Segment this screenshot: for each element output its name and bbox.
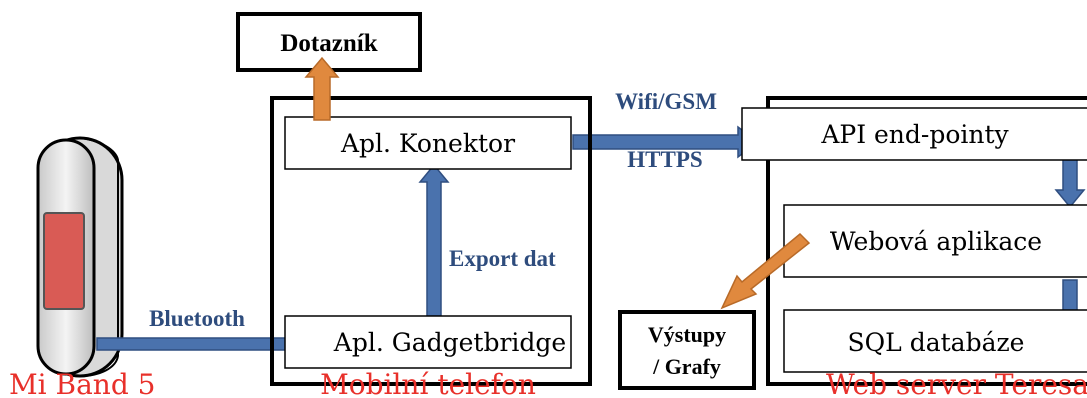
export-arrow: [418, 163, 450, 317]
gadgetbridge-label: Apl. Gadgetbridge: [333, 328, 566, 357]
phone-caption: Mobilní telefon: [320, 368, 536, 398]
server-caption: Web server Teresa: [826, 368, 1087, 398]
phone-container: [270, 96, 592, 386]
server-container: [766, 96, 1087, 386]
arrows: [96, 125, 1086, 359]
sql-label: SQL databáze: [848, 328, 1025, 357]
dotaznik-box: [236, 12, 422, 72]
api-box: [741, 107, 1087, 161]
gadgetbridge-box: [284, 315, 572, 369]
dotaznik-label: Dotazník: [280, 30, 377, 57]
vystupy-box: [618, 310, 756, 390]
vystupy-label-line1: Výstupy: [648, 322, 726, 347]
band-display: [43, 212, 85, 310]
vystupy-label-line2: / Grafy: [652, 354, 721, 379]
web-to-vystupy-arrow: [720, 232, 811, 310]
mi-band-device-icon: [36, 136, 124, 378]
bluetooth-label: Bluetooth: [149, 306, 245, 331]
konektor-label: Apl. Konektor: [340, 129, 515, 158]
webapp-box: [783, 204, 1087, 278]
https-label: HTTPS: [627, 147, 702, 172]
api-to-web-arrow: [1054, 156, 1086, 209]
mi-band-caption: Mi Band 5: [9, 368, 155, 398]
sql-box: [783, 309, 1087, 373]
webapp-label: Webová aplikace: [830, 227, 1042, 256]
api-label: API end-pointy: [820, 120, 1009, 149]
konektor-to-dotaznik-arrow: [304, 56, 340, 121]
export-label: Export dat: [449, 246, 556, 271]
konektor-box: [284, 116, 572, 170]
wifi-label: Wifi/GSM: [615, 89, 717, 114]
